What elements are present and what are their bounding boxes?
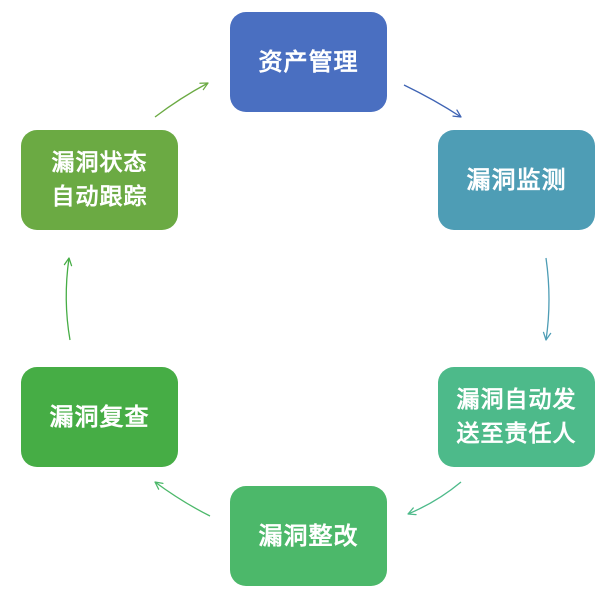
arrow-track-to-asset: [154, 82, 209, 118]
node-label-line: 漏洞状态: [51, 150, 148, 176]
node-label-line: 漏洞自动发: [456, 387, 577, 413]
node-vulnerability-remediation: 漏洞整改: [230, 486, 387, 586]
arrow-send-to-fix: [407, 481, 462, 516]
arrow-monitor-to-send: [542, 257, 552, 341]
node-label-line: 自动跟踪: [51, 184, 148, 210]
node-label-line: 送至责任人: [456, 421, 577, 447]
node-auto-send-to-owner: 漏洞自动发 送至责任人: [438, 367, 595, 467]
node-vulnerability-recheck: 漏洞复查: [21, 367, 178, 467]
node-label-line: 漏洞复查: [49, 403, 150, 431]
node-label-line: 资产管理: [258, 48, 359, 76]
arrow-asset-to-monitor: [403, 84, 462, 118]
node-asset-management: 资产管理: [230, 12, 387, 112]
arrow-review-to-track: [63, 257, 73, 341]
node-vulnerability-monitoring: 漏洞监测: [438, 130, 595, 230]
arrow-fix-to-review: [154, 481, 211, 517]
node-status-auto-tracking: 漏洞状态 自动跟踪: [21, 130, 178, 230]
node-label-line: 漏洞整改: [258, 522, 359, 550]
node-label-line: 漏洞监测: [466, 166, 567, 194]
